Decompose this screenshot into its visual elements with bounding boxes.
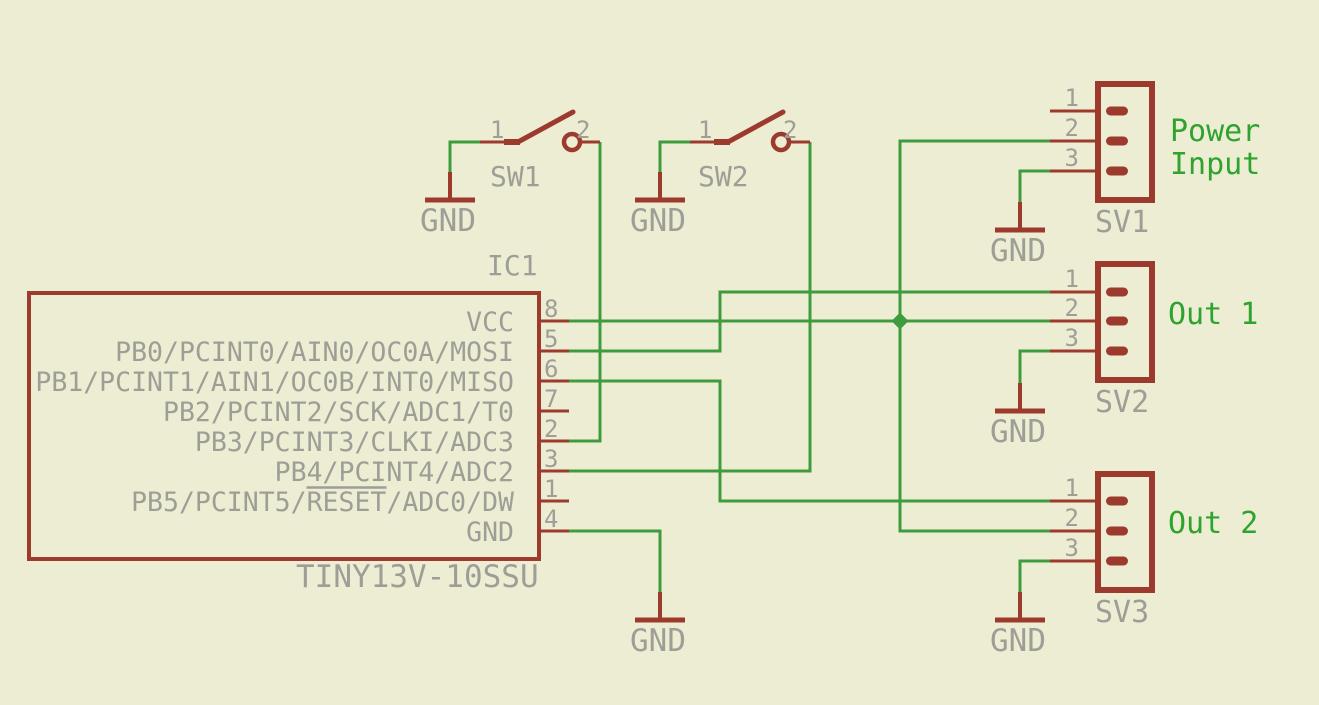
net-label-out2: Out 2 [1168,506,1258,541]
connector-sv1[interactable]: 1 2 3 SV1 Power Input [1050,81,1260,240]
ic-refdes: IC1 [487,249,538,282]
wire-sv2-pin3-to-gnd[interactable] [1018,349,1050,383]
wire-ic-gnd-pin[interactable] [569,529,662,592]
sw2-pin2-number: 2 [783,116,797,144]
sv2-pin1-number: 1 [1065,265,1079,293]
sv1-pad-3 [1106,166,1128,176]
ic-pin-number: 5 [544,325,558,353]
ic-pin-label-pb5: PB5/PCINT5/RESET/ADC0/DW [131,487,514,518]
sw2-contact-circle[interactable] [770,131,792,153]
gnd-symbol-sw1[interactable]: GND [420,172,476,239]
junction-dot[interactable] [891,312,909,330]
ic-pin-number: 8 [544,295,558,323]
ic-pin-number: 3 [544,445,558,473]
ic-body[interactable] [27,291,541,561]
wire-sw1-to-ic-pb3[interactable] [569,142,602,443]
sw2-lever[interactable] [725,109,786,145]
wire-sw2-to-gnd[interactable] [658,140,690,172]
ic-symbol[interactable]: IC1 TINY13V-10SSU 8 5 6 7 2 3 1 4 VCC PB… [27,249,569,595]
sv2-refdes: SV2 [1095,385,1149,420]
sw2-pin1-number: 1 [698,116,712,144]
switch-sw1[interactable]: 1 2 SW1 [480,109,600,193]
ic-pin-label-pb2: PB2/PCINT2/SCK/ADC1/T0 [163,397,514,428]
gnd-symbol-sv3[interactable]: GND [990,592,1046,659]
sw1-lever[interactable] [515,109,576,145]
ic-pin-label-pb1: PB1/PCINT1/AIN1/OC0B/INT0/MISO [35,367,514,398]
sv2-pin3-number: 3 [1065,324,1079,352]
sv2-pad-2 [1106,316,1128,326]
gnd-symbol-sw2[interactable]: GND [630,172,686,239]
net-label-out1: Out 1 [1168,297,1258,332]
sv1-body[interactable] [1095,81,1155,203]
wire-ic-pb1-to-sv3-pin1[interactable] [569,379,1050,503]
sv3-pad-2 [1106,526,1128,536]
ic-pin-label-gnd: GND [466,517,514,548]
ic-pin-label-pb0: PB0/PCINT0/AIN0/OC0A/MOSI [115,337,514,368]
sv1-pad-1 [1106,106,1128,116]
ic-value: TINY13V-10SSU [296,559,539,595]
sw1-refdes: SW1 [490,160,541,193]
sv2-pad-1 [1106,287,1128,297]
sv1-pin1-number: 1 [1065,84,1079,112]
sv2-body[interactable] [1095,261,1155,383]
sv1-pin2-number: 2 [1065,114,1079,142]
gnd-label: GND [990,414,1046,450]
gnd-label: GND [420,203,476,239]
sv3-pin2-number: 2 [1065,504,1079,532]
ic-pin-number: 1 [544,475,558,503]
wire-sw2-to-ic-pb4[interactable] [569,142,812,473]
ic-pin-label-vcc: VCC [466,307,514,338]
gnd-label: GND [990,233,1046,269]
sv3-pad-3 [1106,556,1128,566]
switch-sw2[interactable]: 1 2 SW2 [690,109,810,193]
sv3-pad-1 [1106,496,1128,506]
sv2-pad-3 [1106,346,1128,356]
ic-pin-number: 6 [544,355,558,383]
ic-pin-label-pb4: PB4/PCINT4/ADC2 [275,457,514,488]
wire-sw1-to-gnd[interactable] [448,140,480,172]
sv1-pad-2 [1106,136,1128,146]
sv3-body[interactable] [1095,471,1155,593]
ic-pin-number: 7 [544,385,558,413]
gnd-symbol-sv1[interactable]: GND [990,202,1046,269]
connector-sv2[interactable]: 1 2 3 SV2 Out 1 [1050,261,1258,420]
wire-sv1-pin3-to-gnd[interactable] [1018,169,1050,202]
sw1-pin1-number: 1 [490,116,504,144]
gnd-label: GND [630,623,686,659]
wires[interactable] [448,139,1050,592]
sv3-pin3-number: 3 [1065,534,1079,562]
net-label-input: Input [1170,147,1260,182]
sw2-refdes: SW2 [698,160,749,193]
wire-vcc-sv1-to-sv3[interactable] [898,139,1050,533]
ic-pin-number: 4 [544,505,558,533]
sw1-contact-circle[interactable] [561,131,583,153]
wire-ic-pb0-to-sv2-pin1[interactable] [569,290,1050,353]
sv3-pin1-number: 1 [1065,474,1079,502]
gnd-symbols[interactable]: GND GND GND GND GND GND [420,172,1046,659]
ic-pin-number: 2 [544,415,558,443]
sw1-pin2-number: 2 [576,116,590,144]
ic-pin-label-pb3: PB3/PCINT3/CLKI/ADC3 [195,427,514,458]
gnd-symbol-ic[interactable]: GND [630,592,686,659]
sv1-pin3-number: 3 [1065,144,1079,172]
net-label-power: Power [1170,114,1260,149]
sv3-refdes: SV3 [1095,595,1149,630]
sv1-refdes: SV1 [1095,205,1149,240]
connector-sv3[interactable]: 1 2 3 SV3 Out 2 [1050,471,1258,630]
gnd-label: GND [630,203,686,239]
gnd-label: GND [990,623,1046,659]
sv2-pin2-number: 2 [1065,294,1079,322]
gnd-symbol-sv2[interactable]: GND [990,383,1046,450]
wire-sv3-pin3-to-gnd[interactable] [1018,559,1050,592]
